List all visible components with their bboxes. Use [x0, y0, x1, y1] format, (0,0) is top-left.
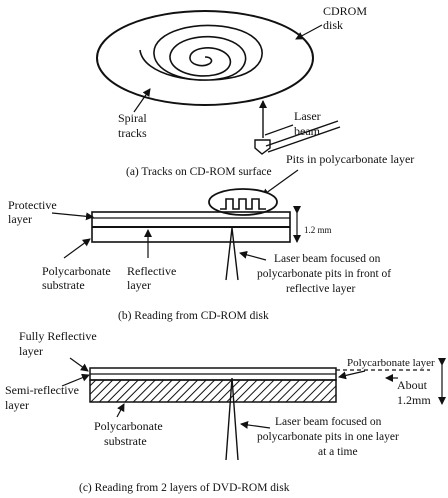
dvd-hatched-layer: [89, 379, 337, 403]
substrate-label-arrow: [116, 403, 125, 418]
laser-focus-label-b: Laser beam focused on polycarbonate pits…: [257, 253, 394, 295]
panel-a: CDROM disk Spiral tracks Laser beam (a) …: [96, 4, 414, 197]
protective-label-arrow: [51, 212, 94, 221]
laser-arm-lower: [267, 126, 341, 153]
laser-focus-label-c: Laser beam focused on polycarbonate pits…: [257, 416, 402, 458]
laser-beam-b: [225, 227, 239, 281]
polycarbonate-layer-arrow: [338, 370, 366, 380]
spiral-tracks: [139, 24, 263, 81]
pits-magnifier: [208, 188, 278, 216]
spiral-label-arrow: [133, 88, 151, 113]
disk-label-arrow: [295, 24, 323, 40]
about-thickness-label: About 1.2mm: [397, 378, 431, 407]
cdrom-disk-outline: [96, 10, 314, 106]
polycarbonate-layer-label: Polycarbonate layer: [347, 357, 435, 369]
pits-profile: [220, 198, 266, 210]
pits-label: Pits in polycarbonate layer: [286, 152, 414, 166]
panel-c: Fully Reflective layer Polycarbonate lay…: [5, 329, 446, 494]
panel-b: Protective layer 1.2 mm Polycarbonate su…: [8, 188, 394, 322]
semi-reflective-arrow: [61, 373, 90, 387]
caption-c: (c) Reading from 2 layers of DVD-ROM dis…: [79, 482, 290, 494]
polycarbonate-substrate-label-c: Polycarbonate substrate: [94, 419, 166, 448]
spiral-tracks-label: Spiral tracks: [118, 111, 150, 140]
protective-layer-label: Protective layer: [8, 198, 60, 226]
laser-beam-c: [225, 377, 239, 461]
pits-label-arrow: [261, 169, 299, 197]
cdrom-disk-label: CDROM disk: [323, 4, 370, 32]
polycarbonate-substrate-label: Polycarbonate substrate: [42, 264, 114, 292]
laser-label-pointer: [264, 124, 294, 136]
laser-head: [254, 139, 271, 155]
laser-b-label-arrow: [239, 250, 267, 261]
semi-reflective-label: Semi-reflective layer: [5, 383, 82, 412]
caption-a: (a) Tracks on CD-ROM surface: [126, 166, 272, 178]
fully-reflective-arrow: [69, 357, 89, 372]
thickness-label: 1.2 mm: [304, 225, 332, 235]
reflective-layer-label: Reflective layer: [127, 264, 179, 292]
fully-reflective-label: Fully Reflective layer: [19, 329, 100, 358]
laser-c-label-arrow: [240, 420, 271, 429]
caption-b: (b) Reading from CD-ROM disk: [118, 310, 269, 322]
laser-arm-upper: [265, 120, 339, 147]
polycarbonate-label-arrow: [63, 238, 91, 259]
